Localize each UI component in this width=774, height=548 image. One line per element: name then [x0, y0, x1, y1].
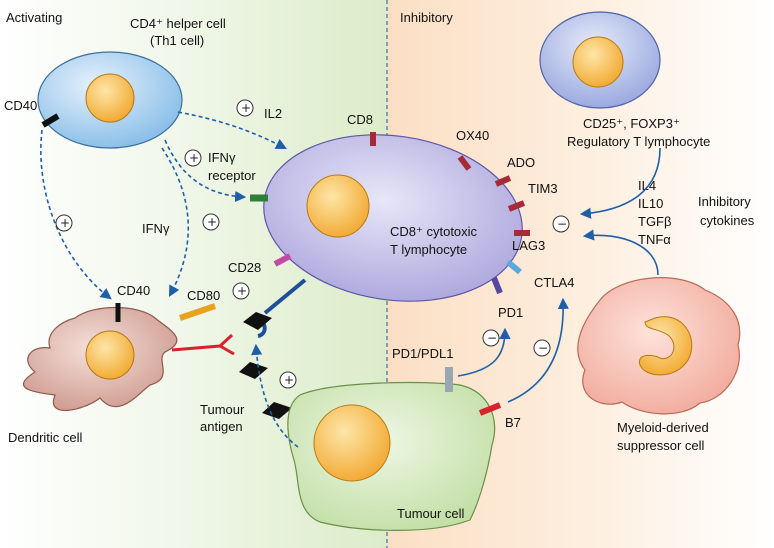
ado-label: ADO: [507, 155, 535, 170]
minus-sign-ctla4: −: [533, 339, 551, 357]
plus-sign-antigen: +: [279, 371, 297, 389]
tumour-antigen-diamond: [262, 402, 292, 419]
arrow-il2: [177, 111, 287, 150]
ifng-receptor-label: IFNγ: [208, 150, 236, 165]
tumour-antigen-diamond: [243, 312, 272, 330]
arrow-cd40: [40, 129, 112, 300]
cd40-dc-label: CD40: [117, 283, 150, 298]
plus-sign-ifng-receptor: +: [184, 149, 202, 167]
lag3-label: LAG3: [512, 238, 545, 253]
ctla4-label: CTLA4: [534, 275, 574, 290]
b7-label: B7: [505, 415, 521, 430]
plus-sign-cd40: +: [55, 214, 73, 232]
cd80-receptor: [179, 303, 216, 321]
ox40-receptor: [457, 155, 472, 171]
cd8-cell-sublabel: T lymphocyte: [390, 242, 467, 257]
cd4-helper-cell: [37, 51, 183, 149]
minus-sign-text: −: [487, 331, 497, 345]
tumour-nucleus: [313, 404, 391, 482]
activating-heading: Activating: [6, 10, 62, 25]
minus-sign-lag3: −: [552, 215, 570, 233]
tumour-antigen-label: Tumour: [200, 402, 245, 417]
arrow-pd1: [457, 327, 511, 377]
plus-sign-text: +: [60, 216, 70, 230]
treg-label: CD25⁺, FOXP3⁺: [583, 116, 680, 131]
pd1-label: PD1: [498, 305, 523, 320]
arrow-ifng-receptor: [164, 139, 247, 203]
mhc-receptor: [171, 333, 235, 356]
mdsc-cell: [577, 277, 741, 415]
ifng-label: IFNγ: [142, 221, 170, 236]
tumour-antigen-sublabel: antigen: [200, 419, 243, 434]
plus-sign-text: +: [207, 215, 217, 229]
plus-sign-text: +: [237, 284, 247, 298]
arrow-treg: [579, 147, 661, 219]
ctla4-receptor: [506, 259, 522, 275]
cd4-helper-sublabel: (Th1 cell): [150, 33, 204, 48]
cd40-helper-receptor: [41, 113, 60, 128]
regulatory-t-cell: [539, 11, 661, 109]
tumour-cell-label: Tumour cell: [397, 506, 465, 521]
cd8-cytotoxic-cell: [263, 134, 523, 302]
arrow-ctla4: [507, 297, 569, 403]
pd1-receptor: [491, 276, 503, 295]
ifng-receptor-sublabel: receptor: [208, 168, 256, 183]
cd40-helper-label: CD40: [4, 98, 37, 113]
tumour-antigen-diamond: [239, 362, 268, 379]
plus-sign-text: +: [284, 373, 294, 387]
inhibitory-heading: Inhibitory: [400, 10, 453, 25]
ado-receptor: [494, 175, 512, 187]
cytokine-tgfb: TGFβ: [638, 214, 671, 229]
minus-sign-text: −: [557, 217, 567, 231]
dendritic-cell-label: Dendritic cell: [8, 430, 83, 445]
cytokine-il4: IL4: [638, 178, 656, 193]
mdsc-sublabel: suppressor cell: [617, 438, 705, 453]
inhibitory-cytokines-label: Inhibitory: [698, 194, 751, 209]
cytokine-tnfa: TNFα: [638, 232, 671, 247]
pd1-pdl1-label: PD1/PDL1: [392, 346, 453, 361]
ox40-label: OX40: [456, 128, 489, 143]
plus-sign-text: +: [241, 101, 251, 115]
inhibitory-cytokines-sublabel: cytokines: [700, 213, 755, 228]
tim3-label: TIM3: [528, 181, 558, 196]
treg-sublabel: Regulatory T lymphocyte: [567, 134, 710, 149]
mdsc-nucleus: [639, 316, 693, 376]
cytokine-il10: IL10: [638, 196, 663, 211]
cd4-helper-label: CD4⁺ helper cell: [130, 16, 226, 31]
plus-sign-cd80: +: [232, 282, 250, 300]
cd28-receptor: [273, 253, 292, 267]
cd80-label: CD80: [187, 288, 220, 303]
mdsc-label: Myeloid-derived: [617, 420, 709, 435]
cd8-cell-label: CD8⁺ cytotoxic: [390, 224, 478, 239]
minus-sign-text: −: [538, 341, 548, 355]
arrow-mdsc: [582, 229, 659, 276]
arrow-ifng: [161, 147, 189, 297]
cd8-label: CD8: [347, 112, 373, 127]
arrow-antigen: [251, 343, 299, 448]
plus-sign-ifng: +: [202, 213, 220, 231]
dendritic-nucleus: [85, 330, 135, 380]
tim3-receptor: [507, 200, 526, 212]
plus-sign-text: +: [189, 151, 199, 165]
minus-sign-pd1: −: [482, 329, 500, 347]
b7-receptor: [478, 402, 502, 416]
cd28-label: CD28: [228, 260, 261, 275]
plus-sign-il2: +: [236, 99, 254, 117]
tcr-stalk: [263, 278, 307, 315]
il2-label: IL2: [264, 106, 282, 121]
